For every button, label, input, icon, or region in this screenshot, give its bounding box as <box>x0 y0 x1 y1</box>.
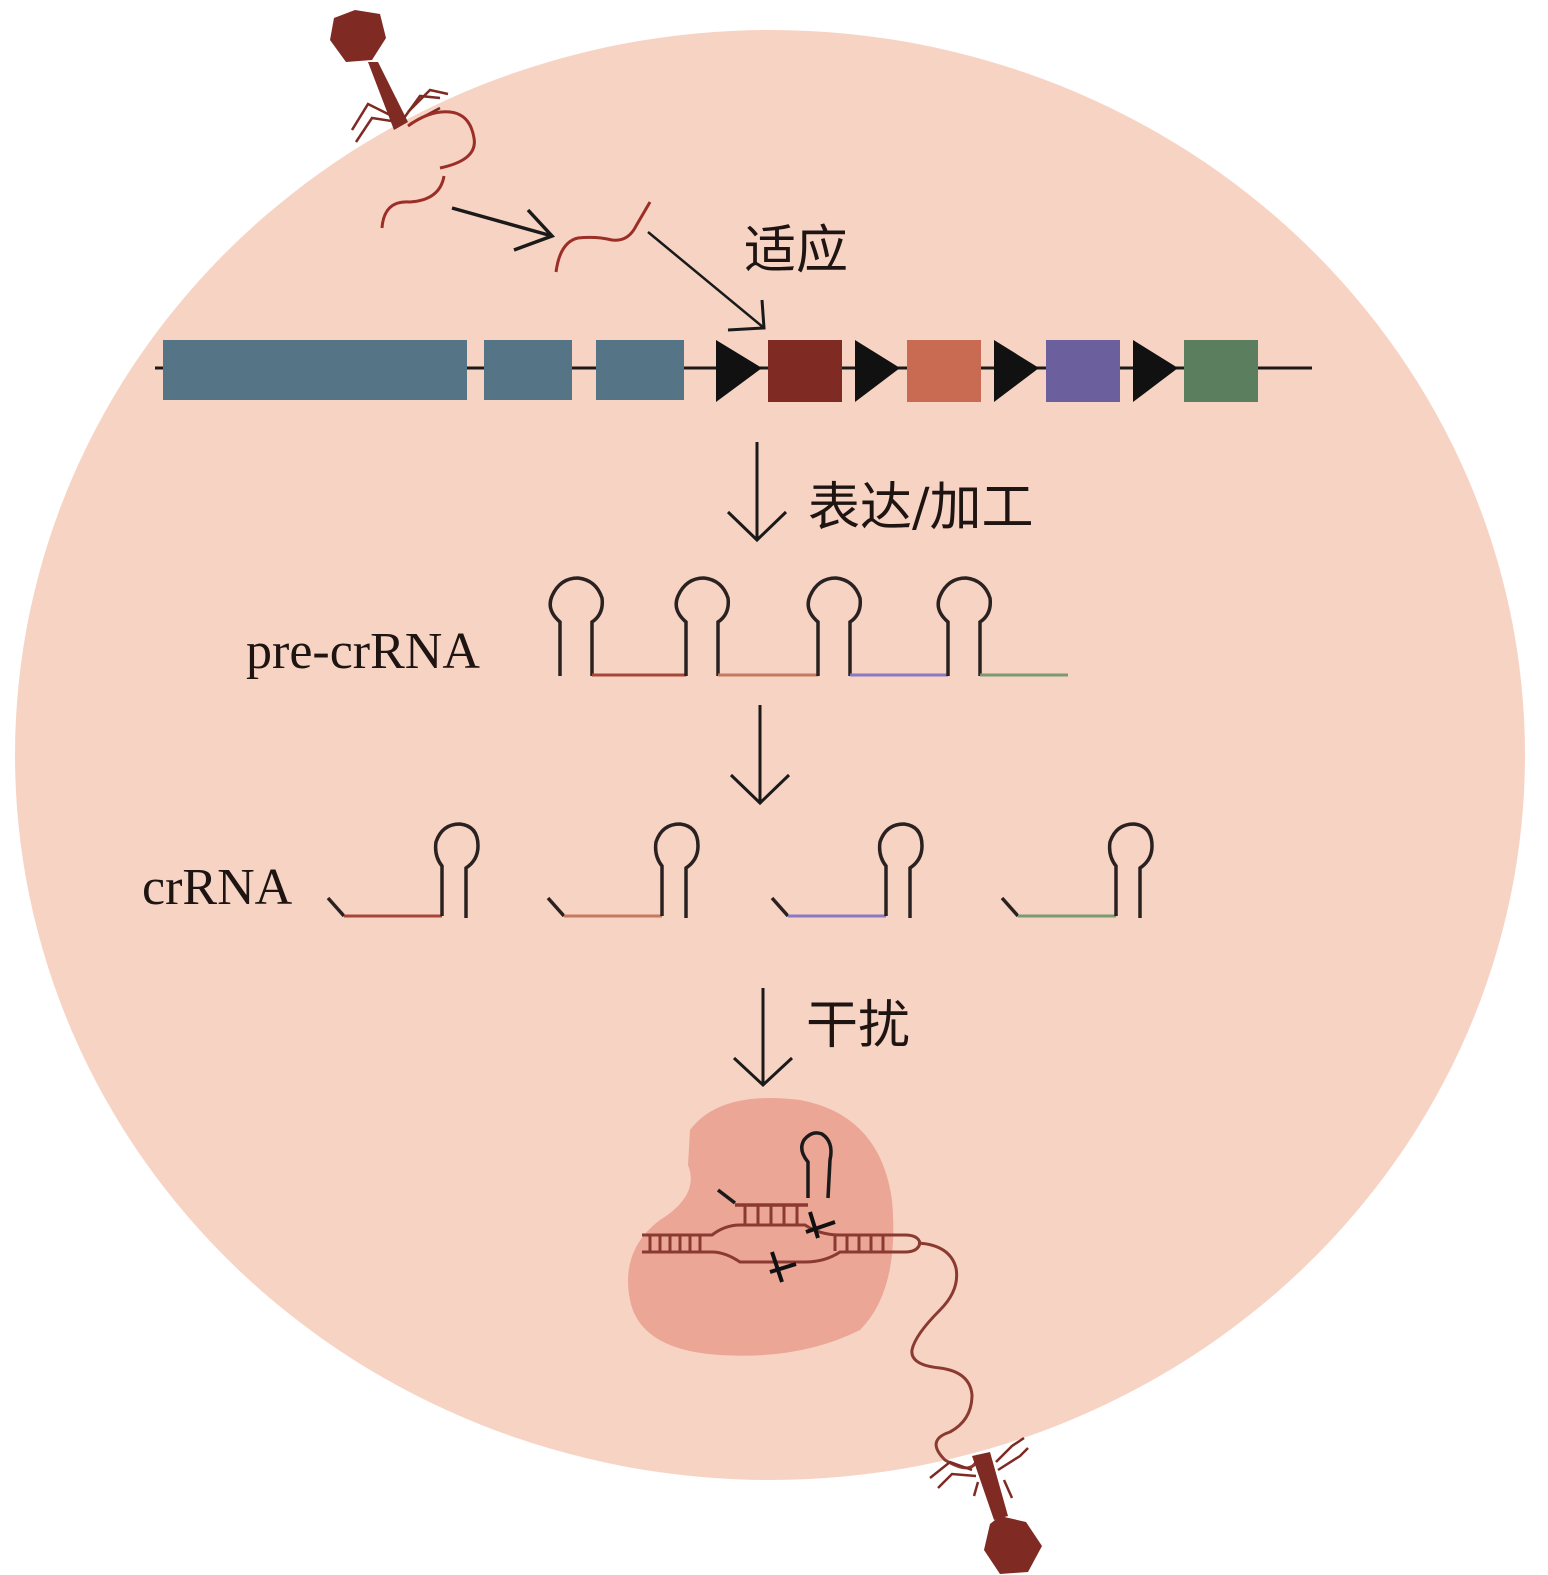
crrna-hairpin <box>877 822 924 918</box>
cas-protein <box>628 1098 894 1356</box>
down-arrowhead <box>732 1056 794 1088</box>
crrna-tail <box>770 896 790 918</box>
crrna-bound <box>716 1131 833 1207</box>
label-interference: 干扰 <box>806 996 910 1056</box>
crrna-hairpin <box>1107 822 1154 918</box>
crrna-tail <box>1000 896 1020 918</box>
base-pairs <box>648 1206 885 1251</box>
crrna-hairpin <box>433 822 480 918</box>
pre-crrna-hairpin <box>936 576 993 676</box>
phage-tail <box>368 62 408 130</box>
cleavage-scissors-icon <box>769 1211 836 1283</box>
processing-step <box>729 705 791 806</box>
dna-fragment <box>554 201 652 273</box>
adaptation-step: 适应 <box>451 201 848 332</box>
arrow-to-fragment <box>451 206 553 238</box>
crrna-tail <box>326 896 346 918</box>
expression-step: 表达/加工 <box>726 442 1034 543</box>
leader-block <box>484 340 572 400</box>
phage-tail <box>972 1452 1008 1520</box>
label-crrna: crRNA <box>142 859 293 916</box>
spacer-new <box>768 340 842 402</box>
pre-crrna-hairpin <box>548 576 605 676</box>
phage-head <box>984 1516 1042 1574</box>
crrna-hairpin <box>653 822 700 918</box>
repeat-triangle <box>994 340 1039 402</box>
leader-block <box>163 340 241 400</box>
interference-step: 干扰 <box>732 988 910 1088</box>
pre-crrna: pre-crRNA <box>246 576 1068 680</box>
phage-tail-fibers <box>929 1436 1029 1499</box>
repeat-triangle <box>855 340 900 402</box>
dna-tail <box>910 1241 980 1470</box>
label-pre-crrna: pre-crRNA <box>246 623 480 680</box>
cas-complex <box>628 1098 980 1470</box>
injected-dna <box>380 110 476 229</box>
leader-blocks-true <box>163 340 684 400</box>
down-arrowhead <box>726 510 788 543</box>
repeat-triangle <box>716 340 762 402</box>
target-dna <box>642 1223 980 1470</box>
label-expression: 表达/加工 <box>808 478 1034 538</box>
phage-head <box>330 10 386 62</box>
spacer-3 <box>1046 340 1120 402</box>
down-arrowhead <box>729 773 791 806</box>
array-right <box>700 336 1312 406</box>
leader-block <box>596 340 684 400</box>
crrna-tail <box>546 896 566 918</box>
leader-block <box>372 340 462 400</box>
arrow-to-array <box>647 231 765 329</box>
pre-crrna-hairpin <box>674 576 731 676</box>
arrowhead <box>727 299 766 332</box>
repeat-triangle <box>1133 340 1178 402</box>
pre-crrna-hairpin <box>806 576 863 676</box>
phage-top-bacteriophage-icon <box>330 10 476 229</box>
phage-bottom-bacteriophage-icon <box>929 1436 1042 1574</box>
spacer-2 <box>907 340 981 402</box>
arrowhead <box>513 208 556 252</box>
spacer-4 <box>1184 340 1258 402</box>
crrna-hairpin <box>800 1131 833 1199</box>
crrna-group: crRNA <box>142 822 1154 918</box>
leader-block <box>265 340 349 400</box>
crrna-tail <box>716 1188 737 1205</box>
label-adaptation: 适应 <box>744 221 848 281</box>
